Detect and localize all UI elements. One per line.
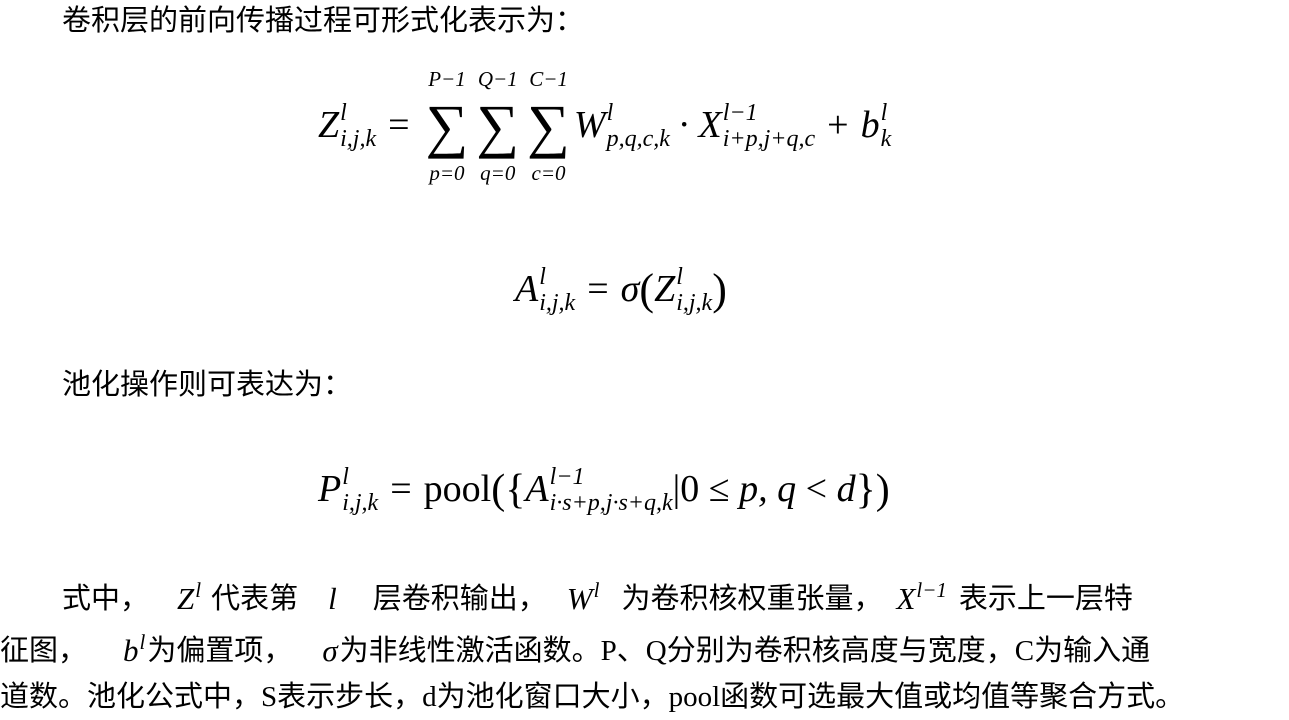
eq2-sigma: σ xyxy=(620,268,640,311)
eq2-open-paren: ( xyxy=(639,264,655,314)
eq3-d: d xyxy=(836,468,856,511)
eq2-close-paren: ) xyxy=(712,264,727,314)
eq1-input: X xyxy=(698,104,722,147)
eq3-close: }) xyxy=(855,466,890,513)
para-text: 征图， xyxy=(0,635,88,668)
eq2-z-sub: i,j,k xyxy=(676,290,713,316)
paragraph-line-1: 式中， Zl 代表第 l 层卷积输出， Wl 为卷积核权重张量， Xl−1 表示… xyxy=(0,580,1133,617)
sum-c-upper: C−1 xyxy=(529,67,568,92)
eq1-bias: b xyxy=(860,104,880,147)
eq3-lt: < xyxy=(796,468,837,511)
sum-c-sigma: ∑ xyxy=(527,92,570,159)
eq3-a-sup: l−1 xyxy=(549,463,585,490)
inline-x-sup: l−1 xyxy=(916,578,947,602)
sum-p-upper: P−1 xyxy=(428,67,466,92)
paragraph-line-3: 道数。池化公式中，S表示步长，d为池化窗口大小，pool函数可选最大值或均值等聚… xyxy=(0,680,1184,715)
eq3-pool: pool xyxy=(423,468,492,511)
inline-w: Wl xyxy=(567,580,600,617)
para-text: 代表第 xyxy=(211,583,299,616)
eq1-weight: W xyxy=(573,104,606,147)
sum-q-upper: Q−1 xyxy=(477,67,518,92)
pool-intro-text: 池化操作则可表达为： xyxy=(62,369,353,401)
sum-p: P−1∑p=0 xyxy=(426,67,469,184)
eq3-equals: = xyxy=(390,468,412,511)
para-text: 为卷积核权重张量， xyxy=(621,583,883,616)
inline-z-sup: l xyxy=(195,578,202,602)
eq3-a-sub: i·s+p,j·s+q,k xyxy=(549,490,673,516)
eq3-pq: p, q xyxy=(739,468,797,511)
para-text: 表示上一层特 xyxy=(958,583,1133,616)
para-text: 为非线性激活函数。P、Q分别为卷积核高度与宽度，C为输入通 xyxy=(339,635,1151,668)
inline-b-sup: l xyxy=(139,630,146,654)
para-text: 为偏置项， xyxy=(147,635,293,668)
sum-c: C−1∑c=0 xyxy=(527,67,570,184)
eq3-lhs-sub: i,j,k xyxy=(342,490,379,516)
inline-b-base: b xyxy=(123,633,139,668)
sum-q: Q−1∑q=0 xyxy=(476,67,519,184)
sum-p-lower: p=0 xyxy=(429,160,465,185)
inline-x: Xl−1 xyxy=(896,580,946,617)
eq2-lhs-sub: i,j,k xyxy=(539,290,576,316)
eq3-lhs-sup: l xyxy=(342,463,349,490)
sum-c-lower: c=0 xyxy=(531,160,566,185)
eq2-z-sup: l xyxy=(676,263,683,290)
eq1-weight-sup: l xyxy=(606,99,614,126)
inline-z: Zl xyxy=(177,580,201,617)
eq1-plus: + xyxy=(827,104,849,147)
eq1-bias-sup: l xyxy=(880,99,888,126)
eq3-a: A xyxy=(525,468,549,511)
eq2-equals: = xyxy=(587,268,609,311)
inline-w-base: W xyxy=(566,581,593,616)
para-text: 层卷积输出， xyxy=(372,583,547,616)
eq1-equals: = xyxy=(388,104,410,147)
para-text: 道数。池化公式中，S表示步长，d为池化窗口大小，pool函数可选最大值或均值等聚… xyxy=(0,681,1185,713)
sum-p-sigma: ∑ xyxy=(425,92,469,159)
inline-b: bl xyxy=(123,632,145,669)
eq2-lhs: A xyxy=(515,268,539,311)
eq1-lhs: Z xyxy=(318,104,340,147)
inline-l: l xyxy=(328,581,337,616)
eq1-dot: · xyxy=(677,104,691,147)
inline-w-sup: l xyxy=(593,578,600,602)
paragraph-line-2: 征图， bl 为偏置项， σ 为非线性激活函数。P、Q分别为卷积核高度与宽度，C… xyxy=(0,632,1150,669)
eq2-lhs-sup: l xyxy=(539,263,546,290)
eq1-weight-sub: p,q,c,k xyxy=(606,126,670,152)
eq1-input-sub: i+p,j+q,c xyxy=(722,126,816,152)
inline-z-base: Z xyxy=(177,581,195,616)
eq1-lhs-sub: i,j,k xyxy=(340,126,377,152)
intro-text: 卷积层的前向传播过程可形式化表示为： xyxy=(62,5,585,37)
eq3-lhs: P xyxy=(318,468,342,511)
eq3-open: ({ xyxy=(491,466,526,513)
eq1-bias-sub: k xyxy=(880,126,892,152)
para-text: 式中， xyxy=(62,583,150,616)
eq1-input-sup: l−1 xyxy=(722,99,758,126)
sum-q-sigma: ∑ xyxy=(476,92,520,159)
sum-q-lower: q=0 xyxy=(480,160,516,185)
eq1-lhs-sup: l xyxy=(340,99,347,126)
inline-x-base: X xyxy=(896,581,916,616)
inline-sigma: σ xyxy=(322,633,338,668)
eq2-z: Z xyxy=(654,268,676,311)
eq3-cond: |0 ≤ xyxy=(672,468,740,511)
